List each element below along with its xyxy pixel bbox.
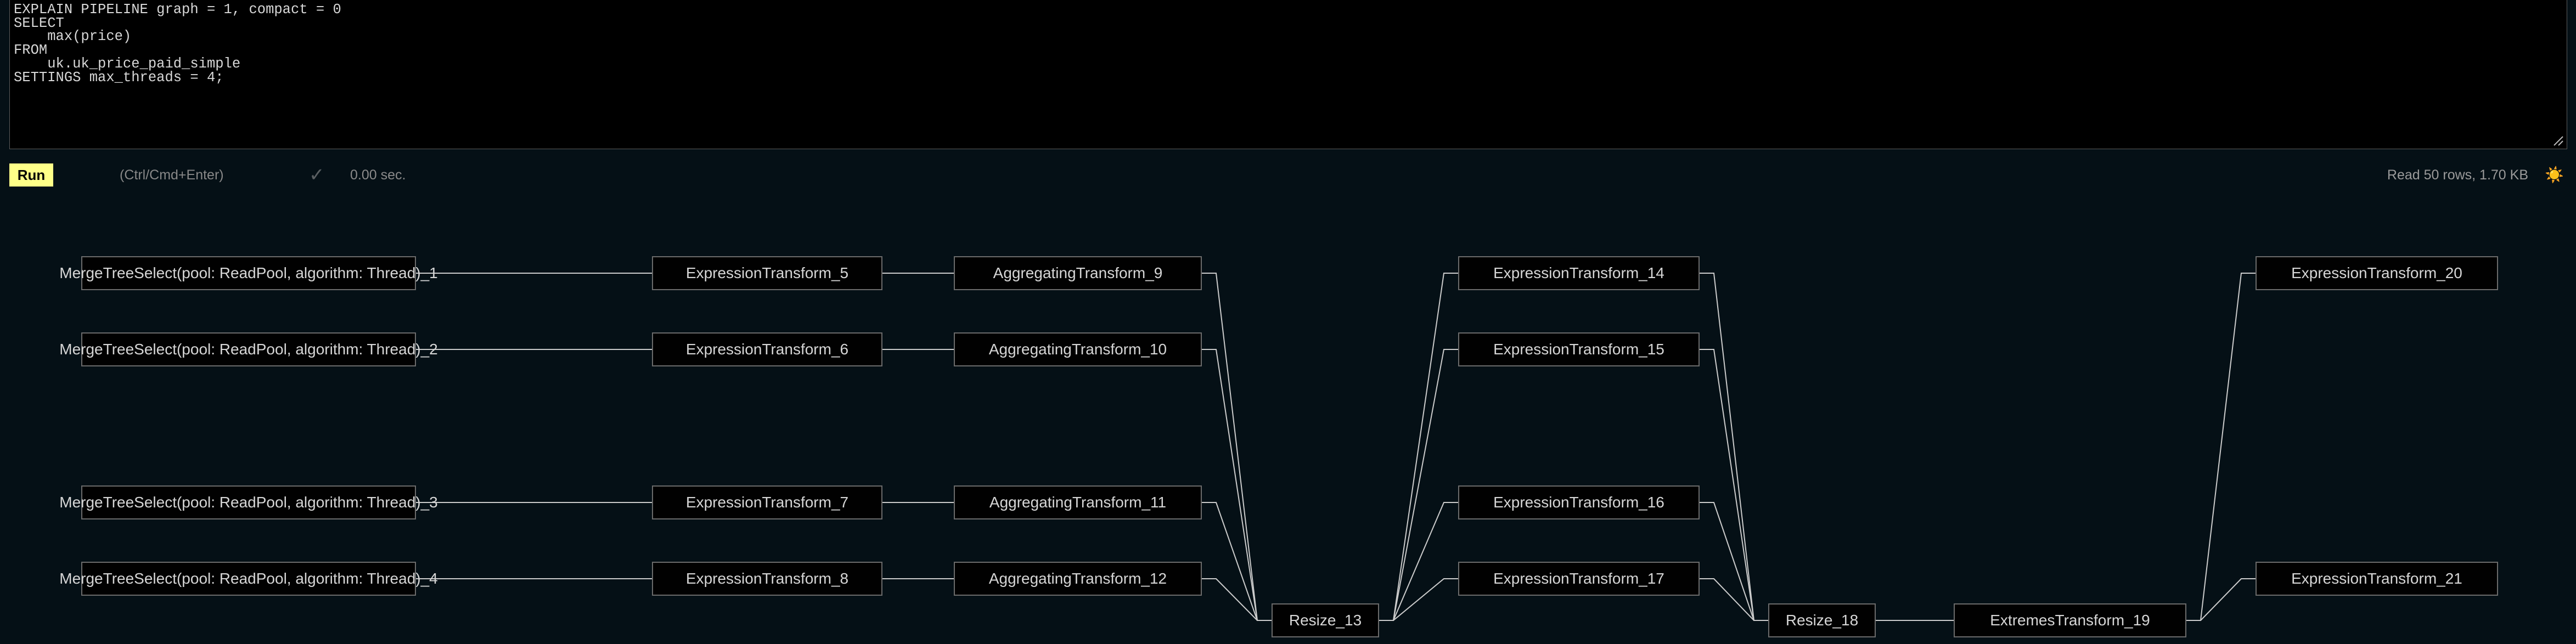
graph-edge <box>1700 578 1768 621</box>
graph-node-label: MergeTreeSelect(pool: ReadPool, algorith… <box>59 341 438 358</box>
graph-node[interactable]: ExpressionTransform_14 <box>1458 256 1700 290</box>
graph-node[interactable]: ExpressionTransform_21 <box>2256 562 2498 596</box>
graph-edge <box>2186 578 2256 621</box>
graph-edge <box>1202 273 1272 621</box>
sql-query-text[interactable]: EXPLAIN PIPELINE graph = 1, compact = 0 … <box>14 2 341 86</box>
graph-edge <box>1700 273 1768 621</box>
graph-node[interactable]: AggregatingTransform_9 <box>954 256 1202 290</box>
graph-edge <box>1202 578 1272 621</box>
graph-node-label: ExpressionTransform_17 <box>1493 570 1664 587</box>
graph-node[interactable]: MergeTreeSelect(pool: ReadPool, algorith… <box>59 332 438 366</box>
graph-node[interactable]: ExpressionTransform_20 <box>2256 256 2498 290</box>
graph-node[interactable]: AggregatingTransform_10 <box>954 332 1202 366</box>
success-check-icon: ✓ <box>309 165 325 185</box>
graph-node[interactable]: Resize_18 <box>1768 603 1876 637</box>
graph-edge <box>1379 273 1458 621</box>
graph-node-label: ExpressionTransform_20 <box>2291 264 2462 281</box>
graph-node[interactable]: ExpressionTransform_17 <box>1458 562 1700 596</box>
graph-node[interactable]: Resize_13 <box>1272 603 1379 637</box>
graph-node-label: AggregatingTransform_11 <box>989 494 1167 511</box>
graph-node-label: ExpressionTransform_14 <box>1493 264 1664 281</box>
graph-node[interactable]: ExpressionTransform_5 <box>652 256 882 290</box>
graph-node-label: MergeTreeSelect(pool: ReadPool, algorith… <box>59 264 438 281</box>
graph-edge <box>1379 502 1458 621</box>
graph-node[interactable]: MergeTreeSelect(pool: ReadPool, algorith… <box>59 562 438 596</box>
sun-icon[interactable]: ☀️ <box>2545 166 2564 183</box>
graph-node-label: AggregatingTransform_12 <box>988 570 1167 587</box>
graph-node-label: MergeTreeSelect(pool: ReadPool, algorith… <box>59 570 438 587</box>
graph-node[interactable]: ExpressionTransform_8 <box>652 562 882 596</box>
graph-edge <box>1202 349 1272 621</box>
graph-node[interactable]: MergeTreeSelect(pool: ReadPool, algorith… <box>59 256 438 290</box>
sql-query-editor[interactable]: EXPLAIN PIPELINE graph = 1, compact = 0 … <box>9 0 2567 149</box>
graph-node-label: MergeTreeSelect(pool: ReadPool, algorith… <box>59 494 438 511</box>
run-button[interactable]: Run <box>9 163 53 187</box>
graph-node-label: Resize_18 <box>1785 612 1859 629</box>
graph-node-label: AggregatingTransform_9 <box>993 264 1163 281</box>
pipeline-graph: MergeTreeSelect(pool: ReadPool, algorith… <box>0 192 2576 644</box>
graph-node-label: AggregatingTransform_10 <box>988 341 1167 358</box>
graph-node-label: ExtremesTransform_19 <box>1990 612 2150 629</box>
graph-node-label: ExpressionTransform_16 <box>1493 494 1664 511</box>
graph-node-label: ExpressionTransform_8 <box>685 570 849 587</box>
graph-node[interactable]: ExpressionTransform_16 <box>1458 485 1700 519</box>
graph-node[interactable]: MergeTreeSelect(pool: ReadPool, algorith… <box>59 485 438 519</box>
run-shortcut-hint: (Ctrl/Cmd+Enter) <box>120 167 224 183</box>
graph-edge <box>1700 349 1768 621</box>
graph-edge <box>2186 273 2256 621</box>
graph-edge <box>1379 578 1458 621</box>
graph-node[interactable]: ExpressionTransform_7 <box>652 485 882 519</box>
graph-node[interactable]: AggregatingTransform_11 <box>954 485 1202 519</box>
read-statistics: Read 50 rows, 1.70 KB <box>2387 167 2528 183</box>
graph-node-label: ExpressionTransform_5 <box>685 264 849 281</box>
graph-node-label: ExpressionTransform_15 <box>1493 341 1664 358</box>
pipeline-edges <box>416 273 2256 621</box>
graph-node-label: ExpressionTransform_7 <box>685 494 849 511</box>
graph-node[interactable]: ExpressionTransform_15 <box>1458 332 1700 366</box>
textarea-resize-handle[interactable] <box>2552 134 2564 146</box>
elapsed-time: 0.00 sec. <box>350 167 406 183</box>
query-toolbar: Run (Ctrl/Cmd+Enter) ✓ 0.00 sec. Read 50… <box>0 158 2576 192</box>
graph-edge <box>1379 349 1458 621</box>
graph-node-label: ExpressionTransform_6 <box>685 341 849 358</box>
graph-node[interactable]: ExtremesTransform_19 <box>1954 603 2186 637</box>
graph-node-label: Resize_13 <box>1289 612 1362 629</box>
graph-edge <box>1700 502 1768 621</box>
graph-node[interactable]: ExpressionTransform_6 <box>652 332 882 366</box>
graph-node-label: ExpressionTransform_21 <box>2291 570 2462 587</box>
graph-edge <box>1202 502 1272 621</box>
graph-node[interactable]: AggregatingTransform_12 <box>954 562 1202 596</box>
